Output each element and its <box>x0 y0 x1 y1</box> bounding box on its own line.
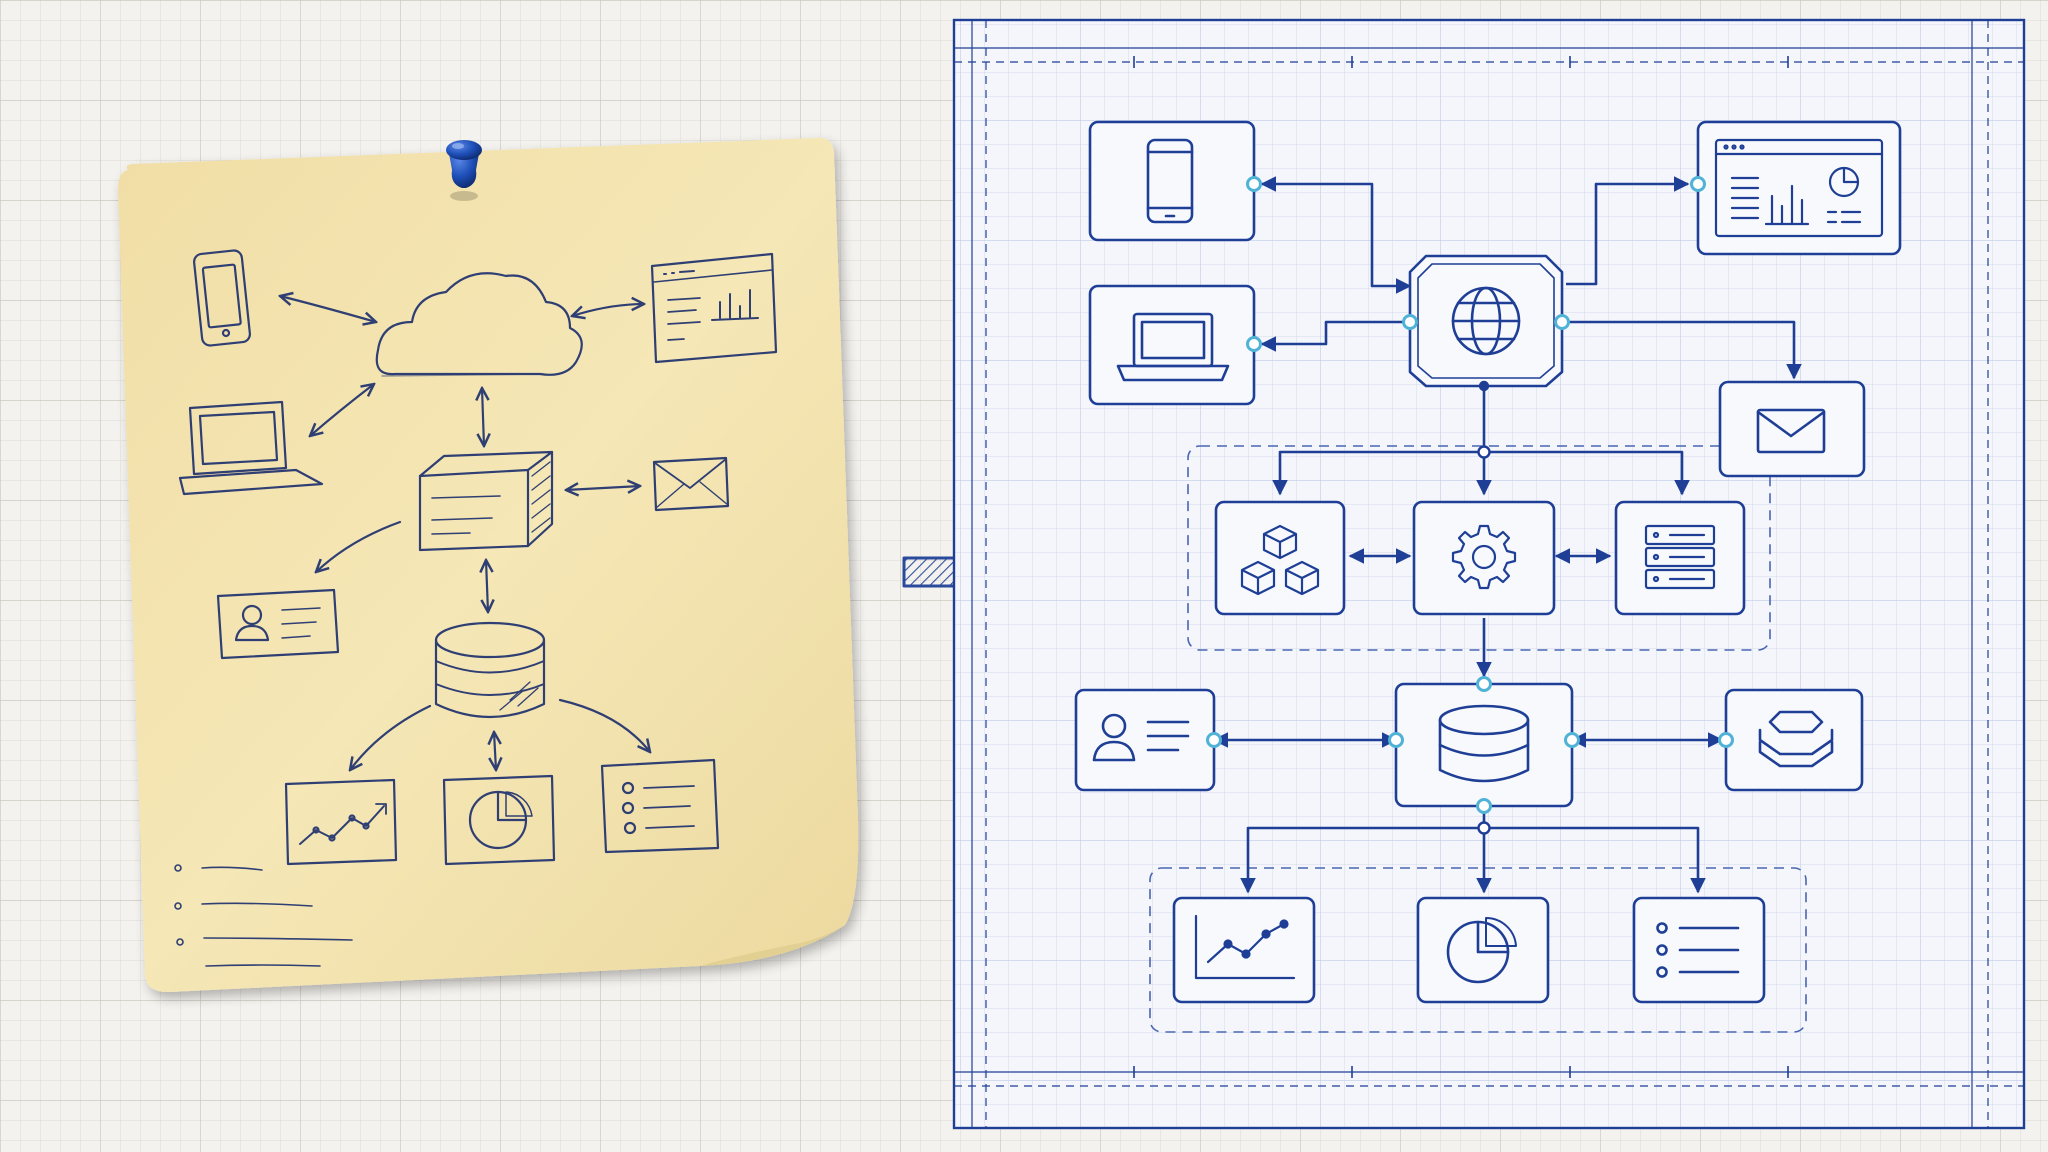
database-icon <box>434 621 546 718</box>
node-database[interactable] <box>1394 682 1574 808</box>
dashboard-icon <box>650 252 778 364</box>
line-chart-icon <box>1194 914 1296 980</box>
sketch-arrow-phone-cloud <box>280 296 376 322</box>
phone-icon <box>1146 138 1194 224</box>
node-mail[interactable] <box>1718 380 1866 478</box>
phone-icon <box>193 249 251 347</box>
node-mobile[interactable] <box>1088 120 1256 242</box>
line-chart-icon <box>284 778 398 866</box>
sketch-arrow-mail-server <box>566 486 640 490</box>
node-web-gateway[interactable] <box>1408 254 1564 388</box>
node-line-chart[interactable] <box>1172 896 1316 1004</box>
sketch-arrow-db-list <box>558 698 650 752</box>
node-laptop[interactable] <box>1088 284 1256 406</box>
analytics-group <box>1149 867 1807 1033</box>
dashboard-icon <box>1714 138 1884 238</box>
sketch-drawing <box>174 249 778 967</box>
blueprint-outer-frame <box>952 18 2026 1130</box>
edge-web-modules <box>1272 450 1484 496</box>
edge-web-dashboard <box>1566 176 1690 286</box>
node-pie-chart[interactable] <box>1416 896 1550 1004</box>
node-processing[interactable] <box>1412 500 1556 616</box>
blueprint-nodes <box>1074 120 1902 1004</box>
junction-dots <box>1477 380 1491 835</box>
node-profile[interactable] <box>1074 688 1216 792</box>
sketch-arrow-server-user <box>316 520 402 572</box>
user-card-icon <box>1092 713 1190 762</box>
push-pin <box>446 140 482 201</box>
sketch-arrow-server-db <box>486 560 488 612</box>
edge-web-mobile <box>1260 176 1412 294</box>
node-list[interactable] <box>1632 896 1766 1004</box>
user-card-icon <box>216 588 340 660</box>
mail-icon <box>652 456 730 512</box>
services-group <box>1187 445 1771 651</box>
blueprint-tick-marks <box>1133 56 1789 1078</box>
pie-chart-icon <box>1446 916 1517 984</box>
sketch-arrow-cloud-dashboard <box>572 304 644 316</box>
list-icon <box>1656 922 1740 978</box>
sketch-arrow-db-line <box>350 704 432 770</box>
sketch-arrow-db-pie <box>494 732 496 770</box>
mail-icon <box>1756 408 1826 454</box>
sketch-note-lines <box>174 864 353 967</box>
node-layers[interactable] <box>1724 688 1864 792</box>
pie-chart-icon <box>442 774 556 866</box>
gear-icon <box>1451 524 1517 590</box>
laptop-icon <box>178 400 324 496</box>
node-modules[interactable] <box>1214 500 1346 616</box>
blueprint-connectors <box>1212 176 1802 894</box>
cubes-icon <box>1240 524 1320 596</box>
laptop-icon <box>1116 312 1230 382</box>
cloud-icon <box>375 272 583 376</box>
node-dashboard[interactable] <box>1696 120 1902 256</box>
connection-ports <box>1206 176 1734 814</box>
edge-database-line <box>1240 826 1484 894</box>
list-icon <box>600 758 720 854</box>
layers-icon <box>1758 710 1834 768</box>
sketch-arrow-cloud-server <box>482 388 484 446</box>
sketch-arrow-laptop-cloud <box>310 384 374 436</box>
globe-icon <box>1451 286 1521 356</box>
edge-web-mail <box>1566 320 1802 380</box>
node-servers[interactable] <box>1614 500 1746 616</box>
edge-database-list <box>1484 826 1706 894</box>
server-rack-icon <box>1644 524 1716 590</box>
server-box-icon <box>418 450 554 552</box>
database-icon <box>1438 704 1530 783</box>
blueprint-guide-lines <box>954 20 2024 1128</box>
edge-web-servers <box>1484 450 1690 496</box>
edge-web-laptop <box>1260 320 1410 352</box>
